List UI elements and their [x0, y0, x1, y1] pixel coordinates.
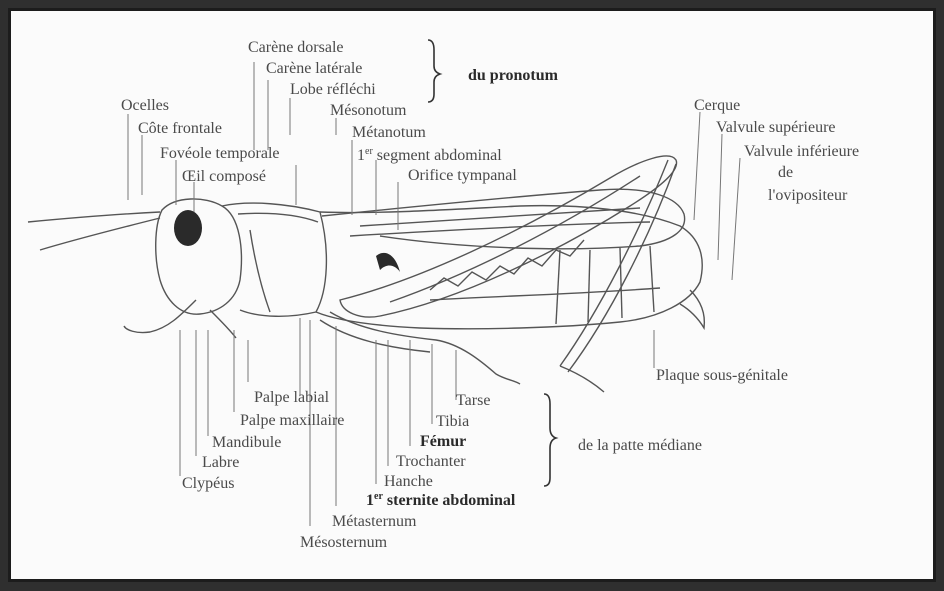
label-1er-segment-abdominal: 1er segment abdominal — [357, 146, 502, 164]
label-trochanter: Trochanter — [396, 453, 466, 470]
label-carene-laterale: Carène latérale — [266, 60, 362, 77]
label-foveole-temporale: Fovéole temporale — [160, 145, 280, 162]
label-1er-sternite-abdominal: 1er sternite abdominal — [366, 491, 516, 509]
pronotum-brace — [428, 40, 440, 102]
label-mesosternum: Mésosternum — [300, 534, 388, 551]
grasshopper-drawing — [28, 156, 704, 392]
label-orifice-tympanal: Orifice tympanal — [408, 167, 517, 184]
label-labre: Labre — [202, 454, 239, 471]
label-metasternum: Métasternum — [332, 513, 417, 530]
label-hanche: Hanche — [384, 473, 433, 490]
antenna — [40, 218, 160, 250]
label-lobe-reflechi: Lobe réfléchi — [290, 81, 376, 98]
abdomen — [316, 206, 702, 329]
label-carene-dorsale: Carène dorsale — [248, 39, 344, 56]
compound-eye — [174, 210, 202, 246]
label-valvule-superieure: Valvule supérieure — [716, 119, 836, 136]
antenna — [28, 212, 160, 222]
label-plaque-sous-genitale: Plaque sous-génitale — [656, 367, 788, 384]
tympanal-orifice — [376, 253, 400, 272]
label-du-pronotum: du pronotum — [468, 67, 559, 84]
label-tarse: Tarse — [456, 392, 490, 409]
label-oeil-compose: Œil composé — [182, 168, 266, 185]
label-de-la-patte-mediane: de la patte médiane — [578, 437, 702, 454]
label-ocelles: Ocelles — [121, 97, 169, 114]
label-cerque: Cerque — [694, 97, 740, 114]
label-ovipositeur: l'ovipositeur — [768, 187, 848, 204]
label-valvule-inferieure: Valvule inférieure — [744, 143, 859, 160]
label-clypeus: Clypéus — [182, 475, 234, 492]
front-leg — [124, 300, 196, 333]
label-palpe-labial: Palpe labial — [254, 389, 330, 406]
label-palpe-maxillaire: Palpe maxillaire — [240, 412, 344, 429]
label-femur: Fémur — [420, 433, 466, 450]
label-mesonotum: Mésonotum — [330, 102, 407, 119]
middle-leg-brace — [544, 394, 556, 486]
label-tibia: Tibia — [436, 413, 469, 430]
label-de: de — [778, 164, 793, 181]
label-cote-frontale: Côte frontale — [138, 120, 222, 137]
label-metanotum: Métanotum — [352, 124, 426, 141]
ovipositor — [680, 290, 704, 328]
label-mandibule: Mandibule — [212, 434, 281, 451]
labels: Carène dorsale Carène latérale Lobe réfl… — [121, 39, 859, 551]
